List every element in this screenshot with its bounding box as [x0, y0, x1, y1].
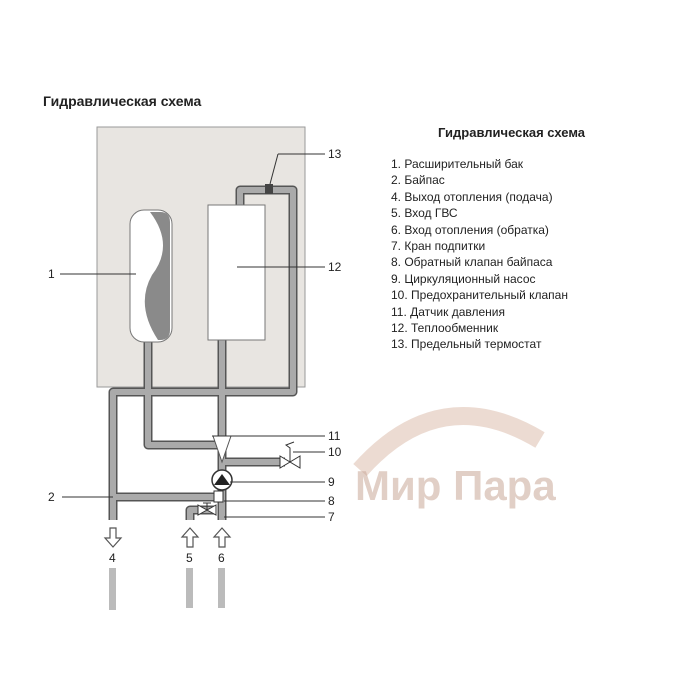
- arrow-up-icon: [212, 527, 232, 548]
- flow-arrows: [103, 527, 232, 548]
- limit-thermostat: [265, 184, 273, 194]
- legend-item: 10. Предохранительный клапан: [391, 288, 568, 303]
- callout-4: 4: [109, 551, 116, 565]
- boiler-panel: [96, 126, 306, 388]
- legend-list: 1. Расширительный бак 2. Байпас 4. Выход…: [391, 156, 568, 353]
- callout-1: 1: [48, 267, 55, 281]
- callout-9: 9: [328, 475, 335, 489]
- callout-11: 11: [328, 429, 341, 443]
- callout-5: 5: [186, 551, 193, 565]
- legend-item: 2. Байпас: [391, 173, 445, 188]
- page-title: Гидравлическая схема: [43, 93, 202, 109]
- legend-item: 4. Выход отопления (подача): [391, 189, 553, 204]
- blurred-sublabels: [109, 568, 225, 610]
- callout-2: 2: [48, 490, 55, 504]
- legend-item: 8. Обратный клапан байпаса: [391, 255, 553, 270]
- callout-6: 6: [218, 551, 225, 565]
- legend-item: 13. Предельный термостат: [391, 337, 542, 352]
- legend-item: 5. Вход ГВС: [391, 206, 458, 221]
- legend-item: 12. Теплообменник: [391, 321, 499, 336]
- safety-valve: [279, 441, 301, 469]
- legend-item: 7. Кран подпитки: [391, 239, 486, 254]
- legend-item: 11. Датчик давления: [391, 304, 505, 319]
- callout-13: 13: [328, 147, 342, 161]
- watermark: Мир Пара: [353, 407, 556, 509]
- callout-7: 7: [328, 510, 335, 524]
- arrow-up-icon: [180, 527, 200, 548]
- bypass-check-valve: [213, 490, 224, 503]
- callout-12: 12: [328, 260, 342, 274]
- expansion-tank: [129, 209, 173, 343]
- callout-10: 10: [328, 445, 342, 459]
- arrow-down-icon: [103, 527, 123, 548]
- legend-item: 9. Циркуляционный насос: [391, 271, 536, 286]
- fill-valve: [197, 502, 217, 516]
- legend-item: 6. Вход отопления (обратка): [391, 222, 549, 237]
- legend-item: 1. Расширительный бак: [391, 157, 524, 171]
- leader-lines: [60, 153, 325, 518]
- legend-title: Гидравлическая схема: [438, 125, 585, 140]
- callout-8: 8: [328, 494, 335, 508]
- circulation-pump: [211, 469, 233, 491]
- svg-text:Мир Пара: Мир Пара: [355, 462, 556, 509]
- heat-exchanger: [207, 204, 266, 341]
